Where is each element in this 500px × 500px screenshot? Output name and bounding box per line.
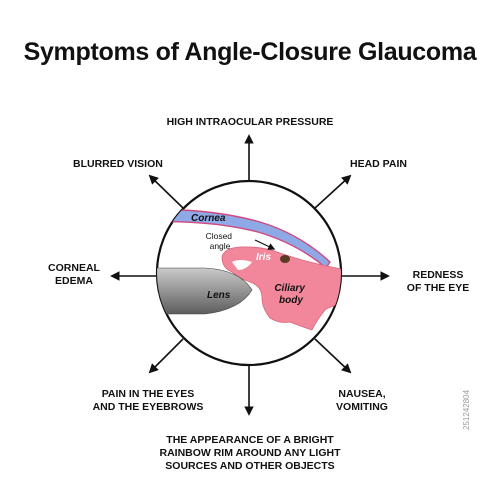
lens-shape — [157, 267, 253, 315]
arrow-up-right — [314, 174, 352, 209]
nausea-line-1: NAUSEA, — [338, 388, 386, 400]
rainbow-line-1: THE APPEARANCE OF A BRIGHT — [166, 434, 334, 446]
corneal-edema-line-2: EDEMA — [55, 275, 93, 287]
symptom-arrows — [110, 134, 390, 416]
iris-ciliary-tissue — [221, 246, 341, 331]
symptom-redness-of-the-eye: REDNESS OF THE EYE — [392, 269, 484, 295]
symptom-head-pain: HEAD PAIN — [350, 158, 407, 170]
arrow-up-left — [148, 174, 184, 209]
symptom-pain-eyes-eyebrows: PAIN IN THE EYES AND THE EYEBROWS — [82, 388, 214, 414]
closed-angle-label: Closed angle — [206, 231, 235, 251]
cornea-label: Cornea — [191, 213, 226, 224]
iris-label: Iris — [256, 252, 271, 263]
closed-angle-line-1: Closed — [206, 231, 233, 241]
pain-line-2: AND THE EYEBROWS — [92, 401, 204, 413]
redness-line-2: OF THE EYE — [406, 282, 470, 294]
symptom-blurred-vision: BLURRED VISION — [73, 158, 163, 170]
ciliary-body-label: Ciliary body — [274, 283, 307, 306]
pigment-blob — [280, 255, 290, 263]
arrow-down-left — [148, 338, 184, 374]
page-title: Symptoms of Angle-Closure Glaucoma — [23, 38, 477, 66]
nausea-line-2: VOMITING — [336, 401, 388, 413]
redness-line-1: REDNESS — [412, 269, 464, 281]
closed-angle-line-2: angle — [210, 241, 231, 251]
ciliary-line-1: Ciliary — [274, 283, 305, 294]
lens-label: Lens — [207, 290, 231, 301]
stock-id: 251242804 — [462, 389, 471, 430]
rainbow-line-3: SOURCES AND OTHER OBJECTS — [165, 460, 335, 472]
closed-angle-pointer — [254, 239, 276, 250]
corneal-edema-line-1: CORNEAL — [48, 262, 100, 274]
ciliary-line-2: body — [279, 295, 303, 306]
arrow-down-right — [314, 338, 352, 374]
symptom-nausea-vomiting: NAUSEA, VOMITING — [322, 388, 402, 414]
symptom-corneal-edema: CORNEAL EDEMA — [36, 262, 112, 288]
symptom-high-intraocular-pressure: HIGH INTRAOCULAR PRESSURE — [166, 116, 334, 128]
rainbow-line-2: RAINBOW RIM AROUND ANY LIGHT — [159, 447, 341, 459]
pain-line-1: PAIN IN THE EYES — [101, 388, 195, 400]
symptom-rainbow-rim: THE APPEARANCE OF A BRIGHT RAINBOW RIM A… — [130, 434, 370, 473]
